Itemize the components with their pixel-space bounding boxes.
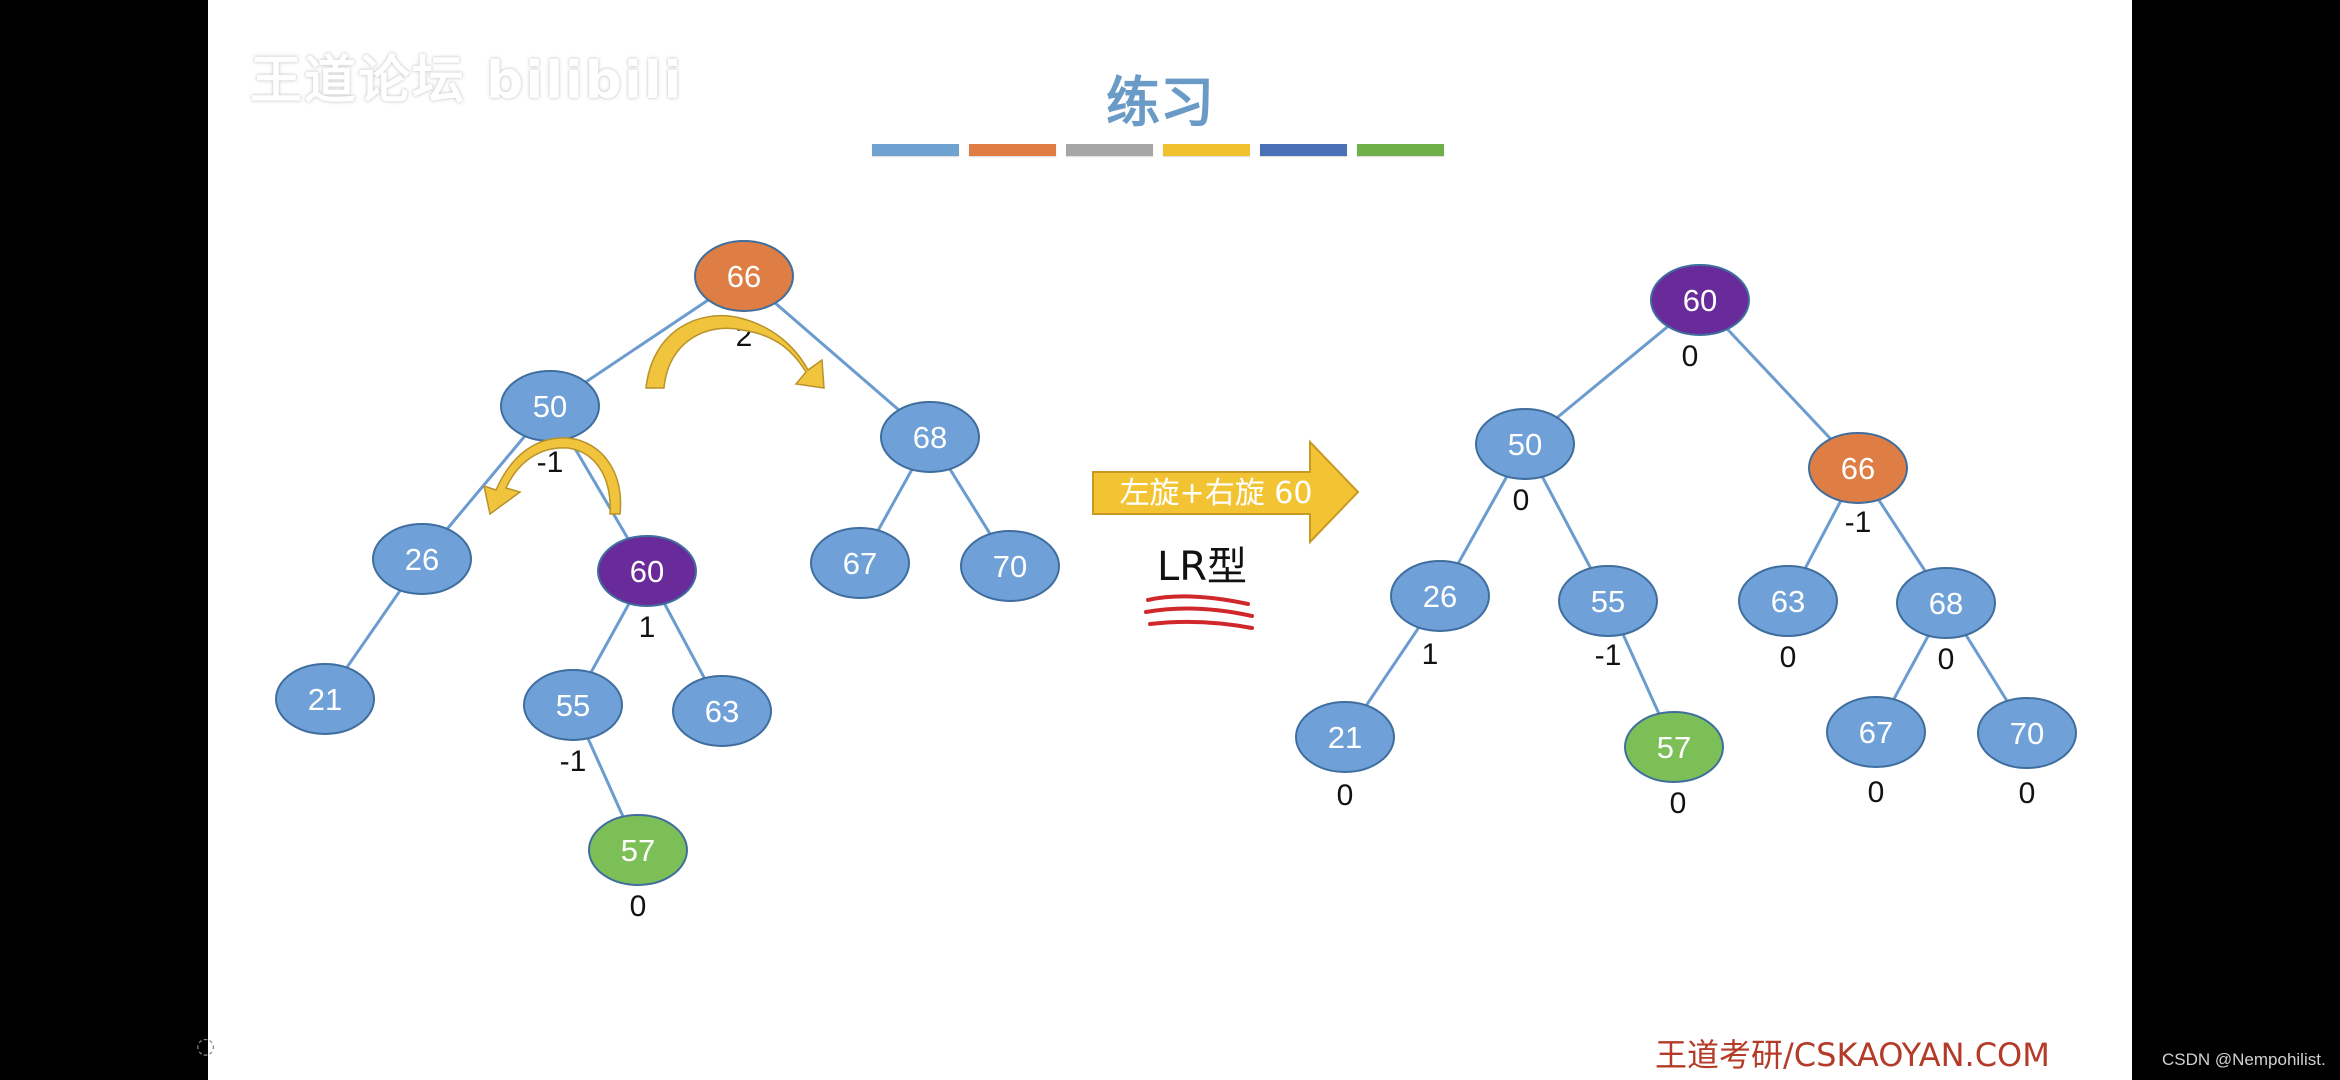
right-tree-node-ellipse: [1475, 408, 1575, 480]
right-tree-node-63: 63: [1738, 565, 1838, 637]
right-tree-node-label: 55: [1591, 584, 1625, 619]
right-tree-node-70: 70: [1977, 697, 2077, 769]
slide: [208, 0, 2132, 1080]
right-tree-node-55: 55: [1558, 565, 1658, 637]
left-tree-node-63: 63: [672, 675, 772, 747]
right-tree-node-26: 26: [1390, 560, 1490, 632]
left-tree-balance-factor-55: -1: [560, 745, 587, 778]
right-tree-balance-factor-57: 0: [1670, 787, 1687, 820]
transform-arrow-label: 左旋+右旋 60: [1120, 476, 1313, 511]
left-tree-node-ellipse: [597, 535, 697, 607]
right-tree-node-60: 60: [1650, 264, 1750, 336]
right-tree-node-label: 26: [1423, 579, 1457, 614]
right-tree-node-ellipse: [1977, 697, 2077, 769]
right-tree-node-label: 70: [2010, 716, 2044, 751]
color-bar-segment: [1163, 144, 1250, 156]
left-tree-node-60: 60: [597, 535, 697, 607]
color-bar-segment: [1066, 144, 1153, 156]
left-tree-node-label: 57: [621, 833, 655, 868]
left-tree-balance-factor-57: 0: [630, 890, 647, 923]
brand-footer: 王道考研/CSKAOYAN.COM: [1655, 1036, 2050, 1074]
left-tree-node-66: 66: [694, 240, 794, 312]
right-tree-node-label: 60: [1683, 283, 1717, 318]
left-tree-node-label: 67: [843, 546, 877, 581]
left-tree-node-57: 57: [588, 814, 688, 886]
color-bar-segment: [872, 144, 959, 156]
left-tree-node-ellipse: [588, 814, 688, 886]
right-tree-balance-factor-26: 1: [1422, 638, 1439, 671]
left-tree-node-label: 50: [533, 389, 567, 424]
right-tree-node-ellipse: [1738, 565, 1838, 637]
left-tree-node-label: 21: [308, 682, 342, 717]
right-tree-node-ellipse: [1558, 565, 1658, 637]
right-tree-node-label: 67: [1859, 715, 1893, 750]
right-tree-balance-factor-68: 0: [1938, 643, 1955, 676]
left-tree-node-label: 63: [705, 694, 739, 729]
right-tree-node-67: 67: [1826, 696, 1926, 768]
right-tree-balance-factor-55: -1: [1595, 639, 1622, 672]
left-tree-node-21: 21: [275, 663, 375, 735]
red-underline-mark: [1144, 594, 1254, 630]
right-tree-node-label: 57: [1657, 730, 1691, 765]
right-tree-balance-factor-66: -1: [1845, 506, 1872, 539]
left-tree-node-70: 70: [960, 530, 1060, 602]
right-tree-node-label: 66: [1841, 451, 1875, 486]
right-tree-node-ellipse: [1390, 560, 1490, 632]
left-tree-node-26: 26: [372, 523, 472, 595]
left-tree-node-label: 60: [630, 554, 664, 589]
left-tree-node-label: 70: [993, 549, 1027, 584]
right-tree-balance-factor-60: 0: [1682, 340, 1699, 373]
right-tree-node-ellipse: [1295, 701, 1395, 773]
left-tree-node-55: 55: [523, 669, 623, 741]
right-tree-node-label: 68: [1929, 586, 1963, 621]
color-bar-segment: [969, 144, 1056, 156]
right-tree-node-57: 57: [1624, 711, 1724, 783]
left-tree-node-ellipse: [672, 675, 772, 747]
left-tree-node-68: 68: [880, 401, 980, 473]
left-tree-node-label: 55: [556, 688, 590, 723]
right-tree-node-66: 66: [1808, 432, 1908, 504]
right-tree-node-50: 50: [1475, 408, 1575, 480]
type-label: LR型: [1157, 544, 1247, 590]
color-bar-segment: [1260, 144, 1347, 156]
left-tree-node-ellipse: [372, 523, 472, 595]
left-tree-node-label: 66: [727, 259, 761, 294]
left-tree-node-ellipse: [275, 663, 375, 735]
right-tree-balance-factor-67: 0: [1868, 776, 1885, 809]
left-tree-node-ellipse: [880, 401, 980, 473]
right-tree-balance-factor-50: 0: [1513, 484, 1530, 517]
left-tree-balance-factor-60: 1: [639, 611, 656, 644]
right-tree-node-ellipse: [1624, 711, 1724, 783]
right-tree-node-68: 68: [1896, 567, 1996, 639]
right-tree-balance-factor-70: 0: [2019, 777, 2036, 810]
left-tree-node-ellipse: [694, 240, 794, 312]
right-tree-node-ellipse: [1650, 264, 1750, 336]
left-tree-node-label: 68: [913, 420, 947, 455]
watermark-logo: 王道论坛 bilibili: [250, 51, 684, 111]
credit-watermark: CSDN @Nempohilist.: [2162, 1050, 2326, 1069]
right-tree-balance-factor-63: 0: [1780, 641, 1797, 674]
transform-arrow: 左旋+右旋 60: [1092, 439, 1360, 545]
right-tree-node-label: 50: [1508, 427, 1542, 462]
left-tree-node-ellipse: [810, 527, 910, 599]
right-tree-node-ellipse: [1826, 696, 1926, 768]
right-tree-node-label: 21: [1328, 720, 1362, 755]
left-tree-node-ellipse: [960, 530, 1060, 602]
left-tree-node-ellipse: [523, 669, 623, 741]
slide-title: 练习: [1106, 71, 1214, 134]
left-tree-node-67: 67: [810, 527, 910, 599]
right-tree-balance-factor-21: 0: [1337, 779, 1354, 812]
corner-mark-icon: ◌: [196, 1034, 216, 1059]
color-bar-segment: [1357, 144, 1444, 156]
right-tree-node-ellipse: [1896, 567, 1996, 639]
right-rotation-curved-arrow-icon: [645, 314, 825, 389]
right-tree-node-ellipse: [1808, 432, 1908, 504]
left-tree-node-50: 50: [500, 370, 600, 442]
left-rotation-curved-arrow-icon: [482, 437, 622, 516]
right-tree-node-label: 63: [1771, 584, 1805, 619]
right-tree-node-21: 21: [1295, 701, 1395, 773]
left-tree-node-label: 26: [405, 542, 439, 577]
